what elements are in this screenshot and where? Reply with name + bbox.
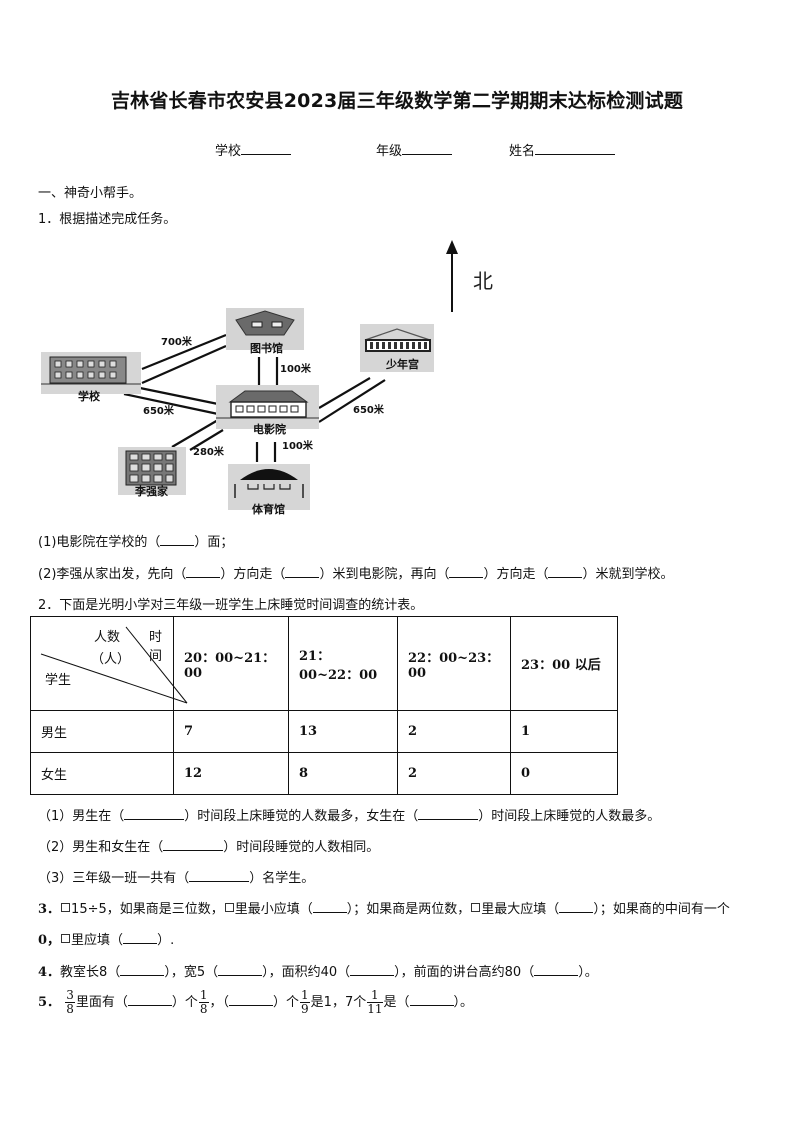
row-label: 女生 <box>30 752 174 795</box>
grade-blank[interactable] <box>402 142 453 155</box>
answer-blank[interactable] <box>312 900 347 913</box>
school-building <box>41 352 141 394</box>
answer-blank[interactable] <box>229 993 274 1006</box>
question-2-sub-1: （1）男生在（）时间段上床睡觉的人数最多，女生在（）时间段上床睡觉的人数最多。 <box>38 807 661 824</box>
section-heading: 一、神奇小帮手。 <box>38 186 143 201</box>
question-3-line-2: 0，里应填（）. <box>38 931 175 948</box>
distance-home-cinema: 280米 <box>193 445 225 458</box>
table-cell: 2 <box>397 752 511 795</box>
cinema-label: 电影院 <box>253 422 286 436</box>
youth-palace-building <box>360 324 434 372</box>
corner-count-label: 人数 <box>94 630 121 645</box>
school-blank[interactable] <box>241 142 292 155</box>
corner-student-label: 学生 <box>45 673 72 688</box>
answer-blank[interactable] <box>449 565 484 578</box>
corner-unit-label: （人） <box>91 652 131 667</box>
bedtime-table: 人数 时间 （人） 学生 20：00~21：00 21：00~22：00 22：… <box>30 616 618 795</box>
table-cell: 8 <box>288 752 398 795</box>
answer-blank[interactable] <box>124 807 185 820</box>
table-cell: 1 <box>510 710 618 753</box>
question-2-prompt: 2．下面是光明小学对三年级一班学生上床睡觉时间调查的统计表。 <box>38 598 424 613</box>
answer-blank[interactable] <box>534 963 579 976</box>
liqiang-home-label: 李强家 <box>134 484 169 498</box>
question-1-prompt: 1．根据描述完成任务。 <box>38 212 177 227</box>
distance-library-cinema: 100米 <box>280 362 312 375</box>
question-4: 4．教室长8（），宽5（），面积约40（），前面的讲台高约80（）。 <box>38 963 598 980</box>
answer-blank[interactable] <box>127 993 172 1006</box>
table-header-row: 人数 时间 （人） 学生 20：00~21：00 21：00~22：00 22：… <box>30 616 618 711</box>
answer-blank[interactable] <box>120 963 165 976</box>
youth-palace-label: 少年宫 <box>385 357 419 371</box>
question-2-sub-3: （3）三年级一班一共有（）名学生。 <box>38 869 315 886</box>
grade-field: 年级 <box>376 140 453 159</box>
name-label: 姓名 <box>509 144 536 159</box>
cinema-building <box>216 385 319 429</box>
map-diagram: 北 图书馆 100米 700米 少年宫 650米 <box>41 240 493 516</box>
gym-label: 体育馆 <box>252 502 285 516</box>
library-label: 图书馆 <box>250 341 283 355</box>
answer-blank[interactable] <box>189 869 250 882</box>
page-title: 吉林省长春市农安县2023届三年级数学第二学期期末达标检测试题 <box>110 90 684 112</box>
blank-box-icon <box>224 903 234 912</box>
answer-blank[interactable] <box>163 838 224 851</box>
school-field: 学校 <box>215 140 292 159</box>
column-header: 22：00~23：00 <box>397 616 511 711</box>
column-header: 21：00~22：00 <box>288 616 398 711</box>
table-cell: 2 <box>397 710 511 753</box>
corner-diagonals <box>40 626 188 704</box>
column-header: 20：00~21：00 <box>173 616 289 711</box>
question-2-sub-2: （2）男生和女生在（）时间段睡觉的人数相同。 <box>38 838 380 855</box>
question-1-sub-2: (2)李强从家出发，先向（）方向走（）米到电影院，再向（）方向走（）米就到学校。 <box>38 565 674 582</box>
library-building <box>226 308 304 350</box>
blank-box-icon <box>61 934 71 943</box>
blank-box-icon <box>471 903 481 912</box>
school-label: 学校 <box>215 144 242 159</box>
distance-cinema-gym: 100米 <box>282 439 314 452</box>
column-header: 23：00 以后 <box>510 616 618 711</box>
table-cell: 7 <box>173 710 289 753</box>
blank-box-icon <box>61 903 71 912</box>
corner-time-label: 时间 <box>149 630 163 664</box>
distance-cinema-youth-palace: 650米 <box>353 403 385 416</box>
table-cell: 0 <box>510 752 618 795</box>
answer-blank[interactable] <box>218 963 263 976</box>
table-cell: 13 <box>288 710 398 753</box>
grade-label: 年级 <box>376 144 403 159</box>
answer-blank[interactable] <box>160 533 195 546</box>
question-1-sub-1: (1)电影院在学校的（）面； <box>38 533 234 550</box>
name-blank[interactable] <box>535 142 616 155</box>
liqiang-home-building <box>118 447 186 495</box>
north-arrow-icon <box>446 240 458 312</box>
answer-blank[interactable] <box>409 993 454 1006</box>
answer-blank[interactable] <box>548 565 583 578</box>
answer-blank[interactable] <box>123 931 158 944</box>
answer-blank[interactable] <box>418 807 479 820</box>
answer-blank[interactable] <box>350 963 395 976</box>
answer-blank[interactable] <box>285 565 320 578</box>
answer-blank[interactable] <box>186 565 221 578</box>
roads <box>123 333 386 462</box>
school-label: 学校 <box>78 389 101 403</box>
table-row: 男生 7 13 2 1 <box>30 710 618 753</box>
north-label: 北 <box>473 269 493 293</box>
distance-school-cinema: 650米 <box>143 404 175 417</box>
row-label: 男生 <box>30 710 174 753</box>
table-row: 女生 12 8 2 0 <box>30 752 618 795</box>
question-3-line-1: 3．15÷5，如果商是三位数，里最小应填（）；如果商是两位数，里最大应填（）；如… <box>38 900 730 917</box>
answer-blank[interactable] <box>559 900 594 913</box>
gym-building <box>228 464 310 510</box>
distance-school-library: 700米 <box>161 335 193 348</box>
table-cell: 12 <box>173 752 289 795</box>
name-field: 姓名 <box>509 140 616 159</box>
table-corner-cell: 人数 时间 （人） 学生 <box>30 616 188 711</box>
